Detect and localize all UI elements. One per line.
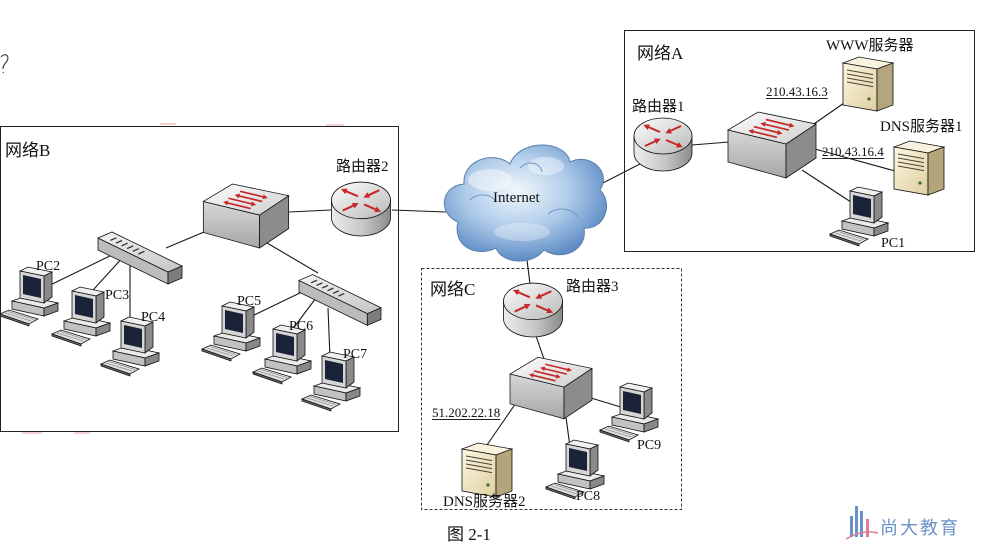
pc-8-label: PC8 — [576, 489, 600, 504]
pc-1-icon — [829, 186, 889, 247]
link-router3-switch-c — [535, 335, 546, 363]
www-server-label: WWW服务器 — [826, 37, 913, 54]
switch-b-icon — [203, 184, 288, 248]
internet-label: Internet — [493, 190, 540, 206]
link-switch-c-dns-server-2 — [486, 399, 519, 446]
page-fragment-mark — [0, 54, 9, 74]
figure-caption: 图 2-1 — [447, 525, 491, 544]
pc-3-label: PC3 — [105, 288, 129, 303]
network-a-label: 网络A — [637, 44, 684, 63]
link-hub2-pc5 — [247, 289, 307, 319]
dns-server-1-ip-address: 210.43.16.4 — [822, 144, 884, 159]
pc-7-label: PC7 — [343, 347, 367, 362]
network-b-label: 网络B — [5, 141, 50, 160]
router-3-label: 路由器3 — [566, 278, 619, 295]
link-hub2-pc6 — [291, 297, 317, 331]
router-2-label: 路由器2 — [336, 158, 389, 175]
watermark-text: 尚大教育 — [880, 518, 960, 538]
link-switch-b-hub2 — [261, 239, 319, 274]
pc-5-label: PC5 — [237, 294, 261, 309]
dns-server-2-ip-address: 51.202.22.18 — [432, 405, 500, 420]
pc-5-icon — [201, 301, 261, 362]
link-hub2-pc7 — [327, 307, 331, 359]
link-switch-c-pc9 — [590, 397, 625, 409]
router-3-icon — [503, 283, 562, 337]
link-router1-cloud — [596, 163, 641, 187]
switch-a-icon — [728, 112, 816, 178]
pc-6-label: PC6 — [289, 319, 313, 334]
link-router2-cloud — [391, 209, 447, 213]
scan-marks — [22, 123, 344, 434]
www-server-icon — [842, 56, 894, 112]
router-1-icon — [634, 118, 692, 171]
pc-2-icon — [0, 266, 59, 327]
internet-cloud-icon — [443, 144, 608, 262]
watermark-logo-icon — [845, 506, 879, 540]
network-b-boundary — [0, 126, 399, 432]
link-router1-switch-a — [691, 141, 730, 146]
hub-2-icon — [298, 273, 382, 327]
router-2-icon — [331, 182, 390, 236]
pc-2-label: PC2 — [36, 259, 60, 274]
network-c-label: 网络C — [430, 280, 475, 299]
link-switch-a-dns-server-1 — [814, 148, 896, 172]
link-hub1-pc2 — [39, 251, 119, 291]
pc-9-icon — [599, 382, 659, 443]
switch-c-icon — [510, 357, 592, 419]
link-switch-b-hub1 — [165, 231, 205, 249]
www-server-ip-address: 210.43.16.3 — [766, 84, 828, 99]
pc-1-label: PC1 — [881, 236, 905, 251]
pc-3-icon — [51, 286, 111, 347]
pc-9-label: PC9 — [637, 438, 661, 453]
router-1-label: 路由器1 — [632, 98, 685, 115]
dns-server-2-icon — [461, 442, 513, 498]
network-a-boundary — [624, 30, 975, 252]
dns-server-1-label: DNS服务器1 — [880, 118, 963, 135]
network-links — [39, 93, 896, 448]
dns-server-2-label: DNS服务器2 — [443, 493, 526, 510]
link-switch-a-pc1 — [801, 169, 858, 207]
hub-1-icon — [97, 231, 183, 285]
link-switch-b-router2 — [288, 209, 332, 213]
network-c-boundary — [421, 268, 682, 510]
pc-4-label: PC4 — [141, 310, 165, 325]
dns-server-1-icon — [893, 140, 945, 196]
